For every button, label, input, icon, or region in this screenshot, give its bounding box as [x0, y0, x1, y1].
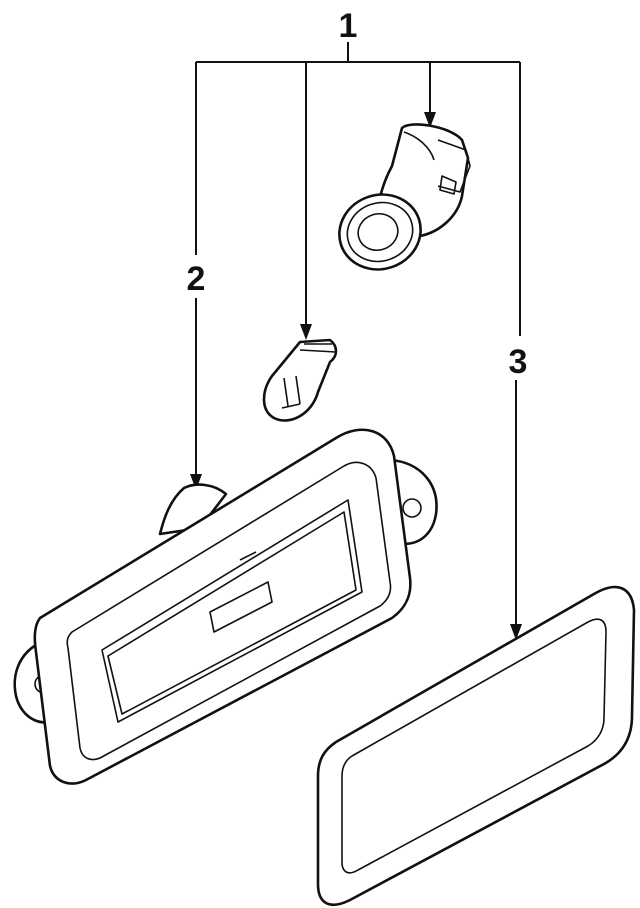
callout-3: 3 — [509, 343, 528, 381]
callout-2: 2 — [187, 260, 206, 298]
arrow-gasket — [510, 624, 522, 640]
callout-1: 1 — [339, 7, 358, 45]
wedge-bulb — [262, 338, 338, 422]
bulb-socket — [338, 123, 471, 271]
arrow-socket — [424, 112, 436, 128]
arrow-bulb — [300, 324, 312, 340]
arrow-housing — [190, 474, 202, 490]
lamp-gasket — [316, 585, 636, 906]
leader-lines — [190, 42, 522, 640]
lamp-housing — [13, 428, 438, 785]
